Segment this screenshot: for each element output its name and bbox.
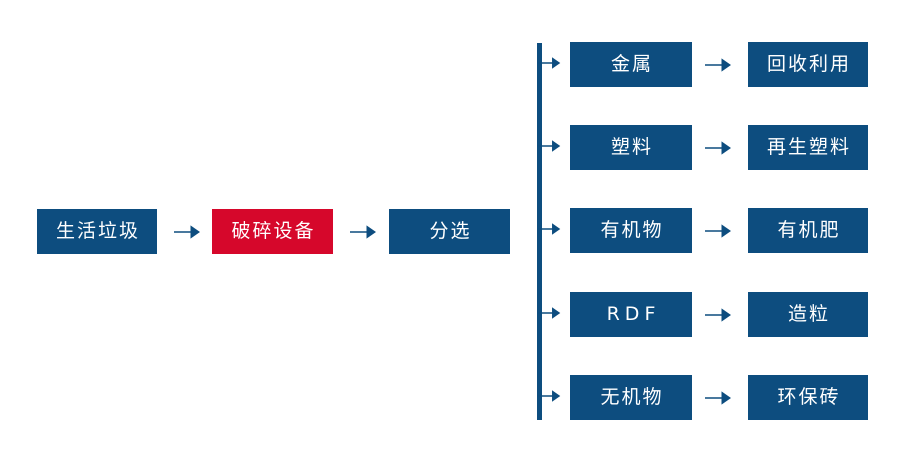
arrow-right-icon-split-2 bbox=[536, 216, 562, 242]
arrow-right-icon-branch-2 bbox=[703, 216, 733, 246]
arrow-right-icon-branch-1 bbox=[703, 133, 733, 163]
arrow-right-icon-branch-3 bbox=[703, 300, 733, 330]
branch-product-node-2: 有机肥 bbox=[748, 208, 868, 253]
branch-product-node-0: 回收利用 bbox=[748, 42, 868, 87]
arrow-right-icon-branch-0 bbox=[703, 50, 733, 80]
arrow-right-icon-split-1 bbox=[536, 133, 562, 159]
main-flow-node-1: 破碎设备 bbox=[212, 209, 333, 254]
branch-product-node-4: 环保砖 bbox=[748, 375, 868, 420]
branch-source-node-0: 金属 bbox=[570, 42, 692, 87]
vertical-distribution-line bbox=[537, 43, 542, 420]
arrow-right-icon-split-0 bbox=[536, 50, 562, 76]
branch-source-node-1: 塑料 bbox=[570, 125, 692, 170]
main-flow-node-0: 生活垃圾 bbox=[37, 209, 157, 254]
main-flow-node-2: 分选 bbox=[389, 209, 510, 254]
arrow-right-icon-main-1 bbox=[348, 217, 378, 247]
branch-source-node-2: 有机物 bbox=[570, 208, 692, 253]
arrow-right-icon-split-3 bbox=[536, 300, 562, 326]
branch-product-node-3: 造粒 bbox=[748, 292, 868, 337]
branch-source-node-4: 无机物 bbox=[570, 375, 692, 420]
branch-source-node-3: RDF bbox=[570, 292, 692, 337]
arrow-right-icon-main-0 bbox=[172, 217, 202, 247]
arrow-right-icon-branch-4 bbox=[703, 383, 733, 413]
branch-product-node-1: 再生塑料 bbox=[748, 125, 868, 170]
arrow-right-icon-split-4 bbox=[536, 383, 562, 409]
